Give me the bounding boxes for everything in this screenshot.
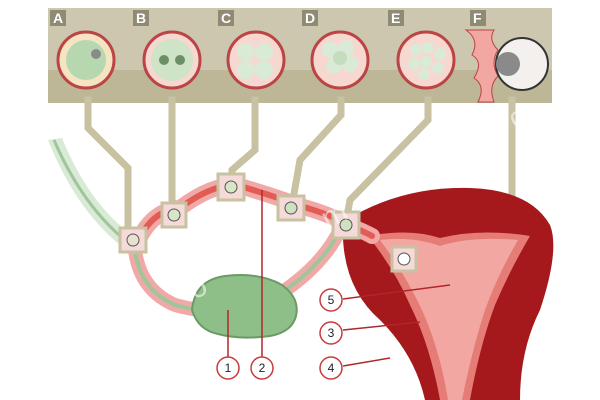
- callout-4: 4: [328, 361, 335, 375]
- panel-b-label: B: [136, 10, 146, 26]
- callout-5: 5: [328, 293, 335, 307]
- endometrium-tissue-icon: [464, 29, 499, 103]
- callout-circles: 1 2 3 4 5: [216, 288, 343, 380]
- cleavage-icon: [226, 30, 286, 90]
- panel-e: E: [388, 10, 456, 90]
- panel-d-label: D: [305, 10, 315, 26]
- panel-a-label: A: [53, 10, 63, 26]
- panel-c: C: [218, 10, 286, 90]
- callout-3: 3: [328, 326, 335, 340]
- panel-a: A: [50, 10, 116, 90]
- header-strip-lower: [48, 70, 552, 103]
- callout-2: 2: [259, 361, 266, 375]
- uterus-cavity: [380, 238, 518, 400]
- panel-d: D: [302, 10, 370, 90]
- panel-e-label: E: [391, 10, 400, 26]
- panel-c-label: C: [221, 10, 231, 26]
- ovary: [190, 274, 298, 339]
- stage-marker-cells: [126, 180, 411, 266]
- panel-b: B: [133, 10, 202, 90]
- marker-blastocyst: [331, 210, 361, 240]
- panel-f: F: [464, 10, 549, 103]
- callout-1: 1: [225, 361, 232, 375]
- callout-leaders: [227, 190, 451, 367]
- panel-f-label: F: [473, 10, 482, 26]
